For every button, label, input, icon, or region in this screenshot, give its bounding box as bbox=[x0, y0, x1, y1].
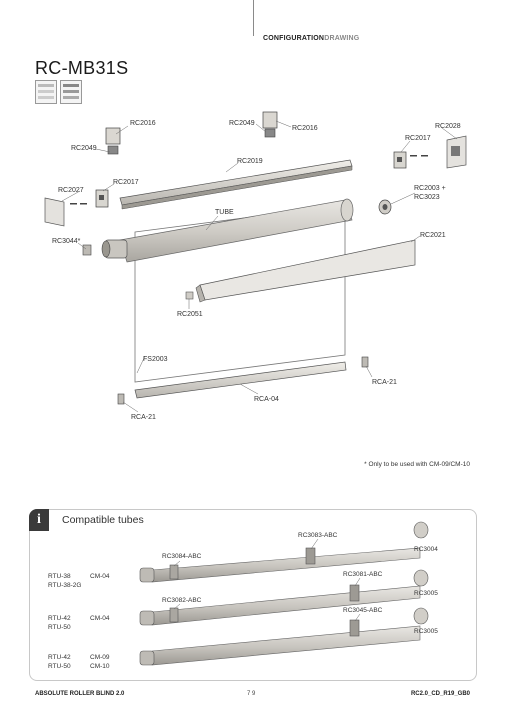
tube-row-1-motors: CM-04 bbox=[90, 573, 110, 580]
clip-rc2051 bbox=[185, 291, 194, 300]
exploded-drawing: RC2016 RC2049 RC2049 RC2016 RC2017 RC202… bbox=[44, 111, 467, 421]
label-tube: TUBE bbox=[215, 209, 234, 216]
tube-row-2 bbox=[139, 569, 429, 626]
footer-doc-title: ABSOLUTE ROLLER BLIND 2.0 bbox=[35, 691, 125, 697]
label-rc3004: RC3004 bbox=[414, 546, 438, 553]
label-rca04: RCA-04 bbox=[254, 396, 279, 403]
label-rc2016-right: RC2016 bbox=[292, 125, 318, 132]
thumbnail-blind-icon bbox=[35, 80, 57, 104]
panel-title: Compatible tubes bbox=[62, 514, 144, 526]
label-rc3005-a: RC3005 bbox=[414, 590, 438, 597]
label-rca21-right: RCA-21 bbox=[372, 379, 397, 386]
bracket-rc2016-left bbox=[105, 127, 121, 155]
label-rc2021: RC2021 bbox=[420, 232, 446, 239]
label-rc3045: RC3045-ABC bbox=[343, 607, 383, 614]
tube bbox=[101, 198, 354, 263]
label-rc2019: RC2019 bbox=[237, 158, 263, 165]
label-rca21-left: RCA-21 bbox=[131, 414, 156, 421]
label-rc2003: RC2003 + bbox=[414, 185, 446, 192]
label-rc3084: RC3084-ABC bbox=[162, 553, 202, 560]
label-rc3081: RC3081-ABC bbox=[343, 571, 383, 578]
end-cap-rc2027 bbox=[44, 197, 65, 227]
bracket-rc2017-right bbox=[393, 151, 407, 169]
end-cap-rca21 bbox=[117, 356, 369, 405]
label-rc3044: RC3044* bbox=[52, 238, 81, 245]
label-rc2017-left: RC2017 bbox=[113, 179, 139, 186]
label-rc2051: RC2051 bbox=[177, 311, 203, 318]
assembly-arrows bbox=[70, 155, 428, 205]
header-divider bbox=[253, 0, 254, 36]
bracket-rc2016-right bbox=[262, 111, 278, 138]
bottom-bar-rca04 bbox=[134, 361, 347, 399]
footer-page-number: 7 9 bbox=[247, 691, 256, 697]
section-header: CONFIGURATIONDRAWING bbox=[263, 35, 360, 42]
product-thumbnails bbox=[35, 80, 82, 104]
clip-rc3044 bbox=[82, 244, 92, 256]
label-rc2028: RC2028 bbox=[435, 123, 461, 130]
label-rc2049-right: RC2049 bbox=[229, 120, 255, 127]
thumbnail-cassette-icon bbox=[60, 80, 82, 104]
tube-row-2-motors: CM-04 bbox=[90, 615, 110, 622]
footer-doc-code: RC2.0_CD_R19_GB0 bbox=[410, 691, 470, 697]
label-rc2017-right: RC2017 bbox=[405, 135, 431, 142]
label-rc3005-b: RC3005 bbox=[414, 628, 438, 635]
label-rc2016-left: RC2016 bbox=[130, 120, 156, 127]
leader-lines bbox=[61, 120, 458, 413]
headrail-rc2019 bbox=[119, 159, 353, 210]
tube-row-3 bbox=[139, 607, 429, 666]
page-title: RC-MB31S bbox=[35, 58, 129, 78]
label-rc2027: RC2027 bbox=[58, 187, 84, 194]
bracket-rc2003 bbox=[378, 199, 392, 215]
label-rc3023: RC3023 bbox=[414, 194, 440, 201]
label-rc3083: RC3083-ABC bbox=[298, 532, 338, 539]
label-fs2003: FS2003 bbox=[143, 356, 168, 363]
footnote: * Only to be used with CM-09/CM-10 bbox=[364, 461, 470, 468]
front-cover-rc2021 bbox=[195, 239, 416, 303]
tube-row-1 bbox=[139, 521, 429, 583]
label-rc3082: RC3082-ABC bbox=[162, 597, 202, 604]
end-cap-rc2028 bbox=[446, 135, 467, 169]
label-rc2049-left: RC2049 bbox=[71, 145, 97, 152]
info-icon: i bbox=[29, 509, 49, 531]
bracket-rc2017-left bbox=[95, 189, 109, 208]
tubes-leader-lines bbox=[173, 538, 361, 622]
